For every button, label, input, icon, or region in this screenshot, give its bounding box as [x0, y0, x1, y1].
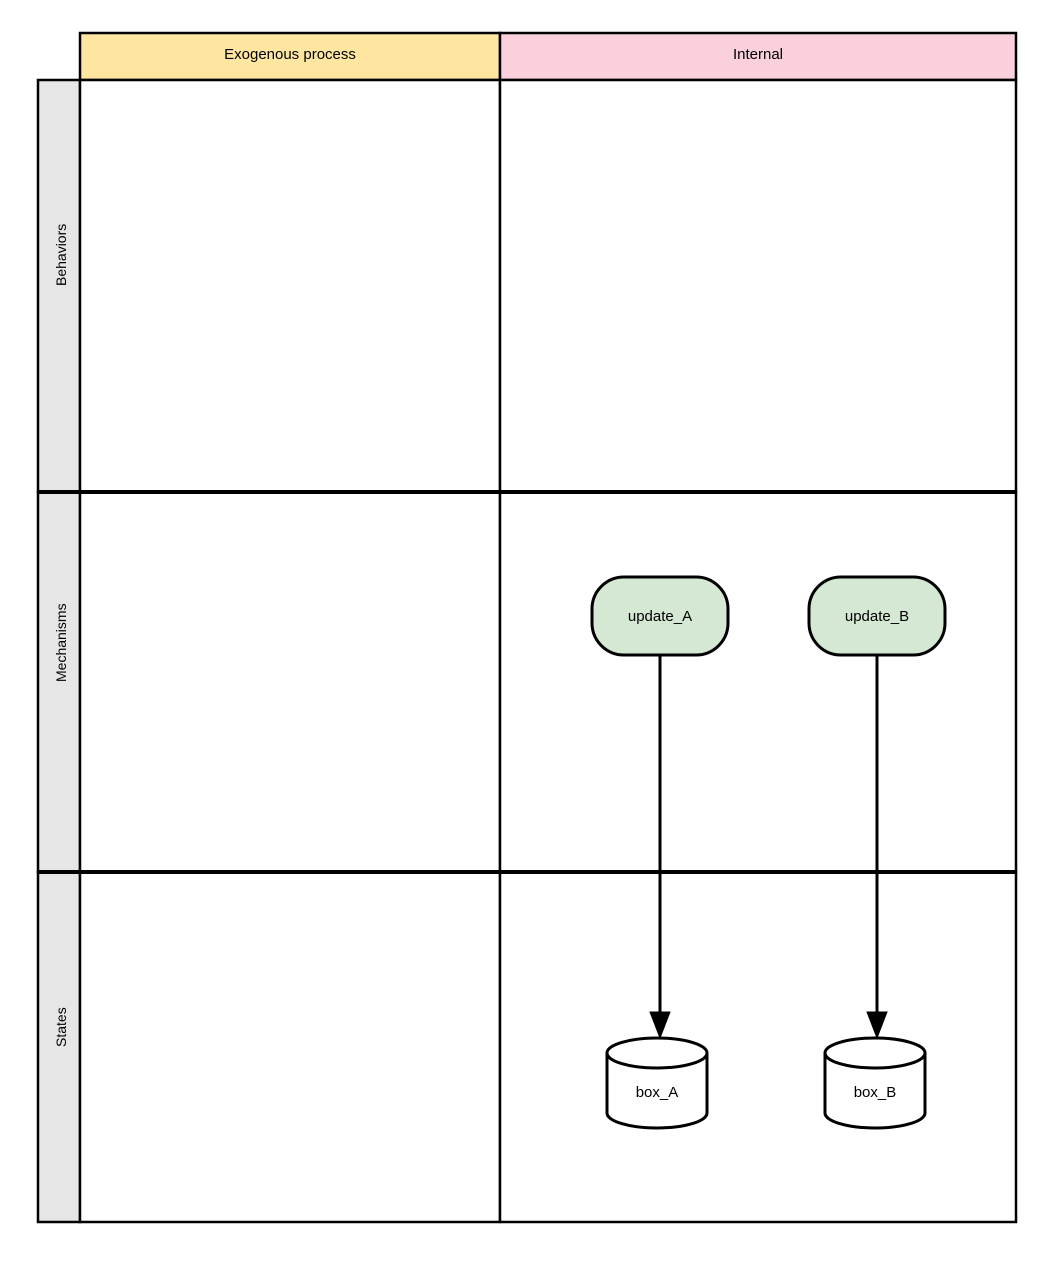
cell-states-internal[interactable] [498, 870, 1018, 1224]
column-header-exogenous-process[interactable] [78, 31, 502, 82]
cylinder-body [605, 1053, 709, 1130]
row-header-mechanisms[interactable] [36, 490, 82, 874]
cell-states-exogenous[interactable] [78, 870, 502, 1224]
edge-update-b-box-b[interactable] [866, 655, 888, 1040]
node-label-box-a: box_A [635, 1084, 679, 1101]
cell-behaviors-exogenous[interactable] [78, 78, 502, 494]
column-header-internal[interactable] [498, 31, 1018, 82]
row-header-label-mechanisms: Mechanisms [53, 603, 69, 682]
cell-behaviors-internal[interactable] [498, 78, 1018, 494]
row-header-behaviors[interactable] [36, 78, 82, 494]
cylinder-top [823, 1036, 927, 1070]
cylinder-top [605, 1036, 709, 1070]
node-label-update-b: update_B [844, 608, 910, 625]
arrowhead-icon [649, 1011, 671, 1040]
node-label-update-a: update_A [627, 608, 693, 625]
node-box-a[interactable] [605, 1036, 709, 1130]
row-header-states[interactable] [36, 870, 82, 1224]
cell-mechanisms-internal[interactable] [498, 490, 1018, 874]
row-header-label-behaviors: Behaviors [53, 223, 69, 286]
node-label-box-b: box_B [853, 1084, 897, 1101]
arrowhead-icon [866, 1011, 888, 1040]
column-header-label-internal: Internal [732, 46, 784, 63]
column-header-label-exogenous-process: Exogenous process [224, 46, 356, 63]
node-update-b[interactable] [807, 575, 947, 657]
row-header-label-states: States [53, 1007, 69, 1047]
cell-mechanisms-exogenous[interactable] [78, 490, 502, 874]
edge-update-a-box-a[interactable] [649, 655, 671, 1040]
node-update-a[interactable] [590, 575, 730, 657]
node-box-b[interactable] [823, 1036, 927, 1130]
cylinder-body [823, 1053, 927, 1130]
